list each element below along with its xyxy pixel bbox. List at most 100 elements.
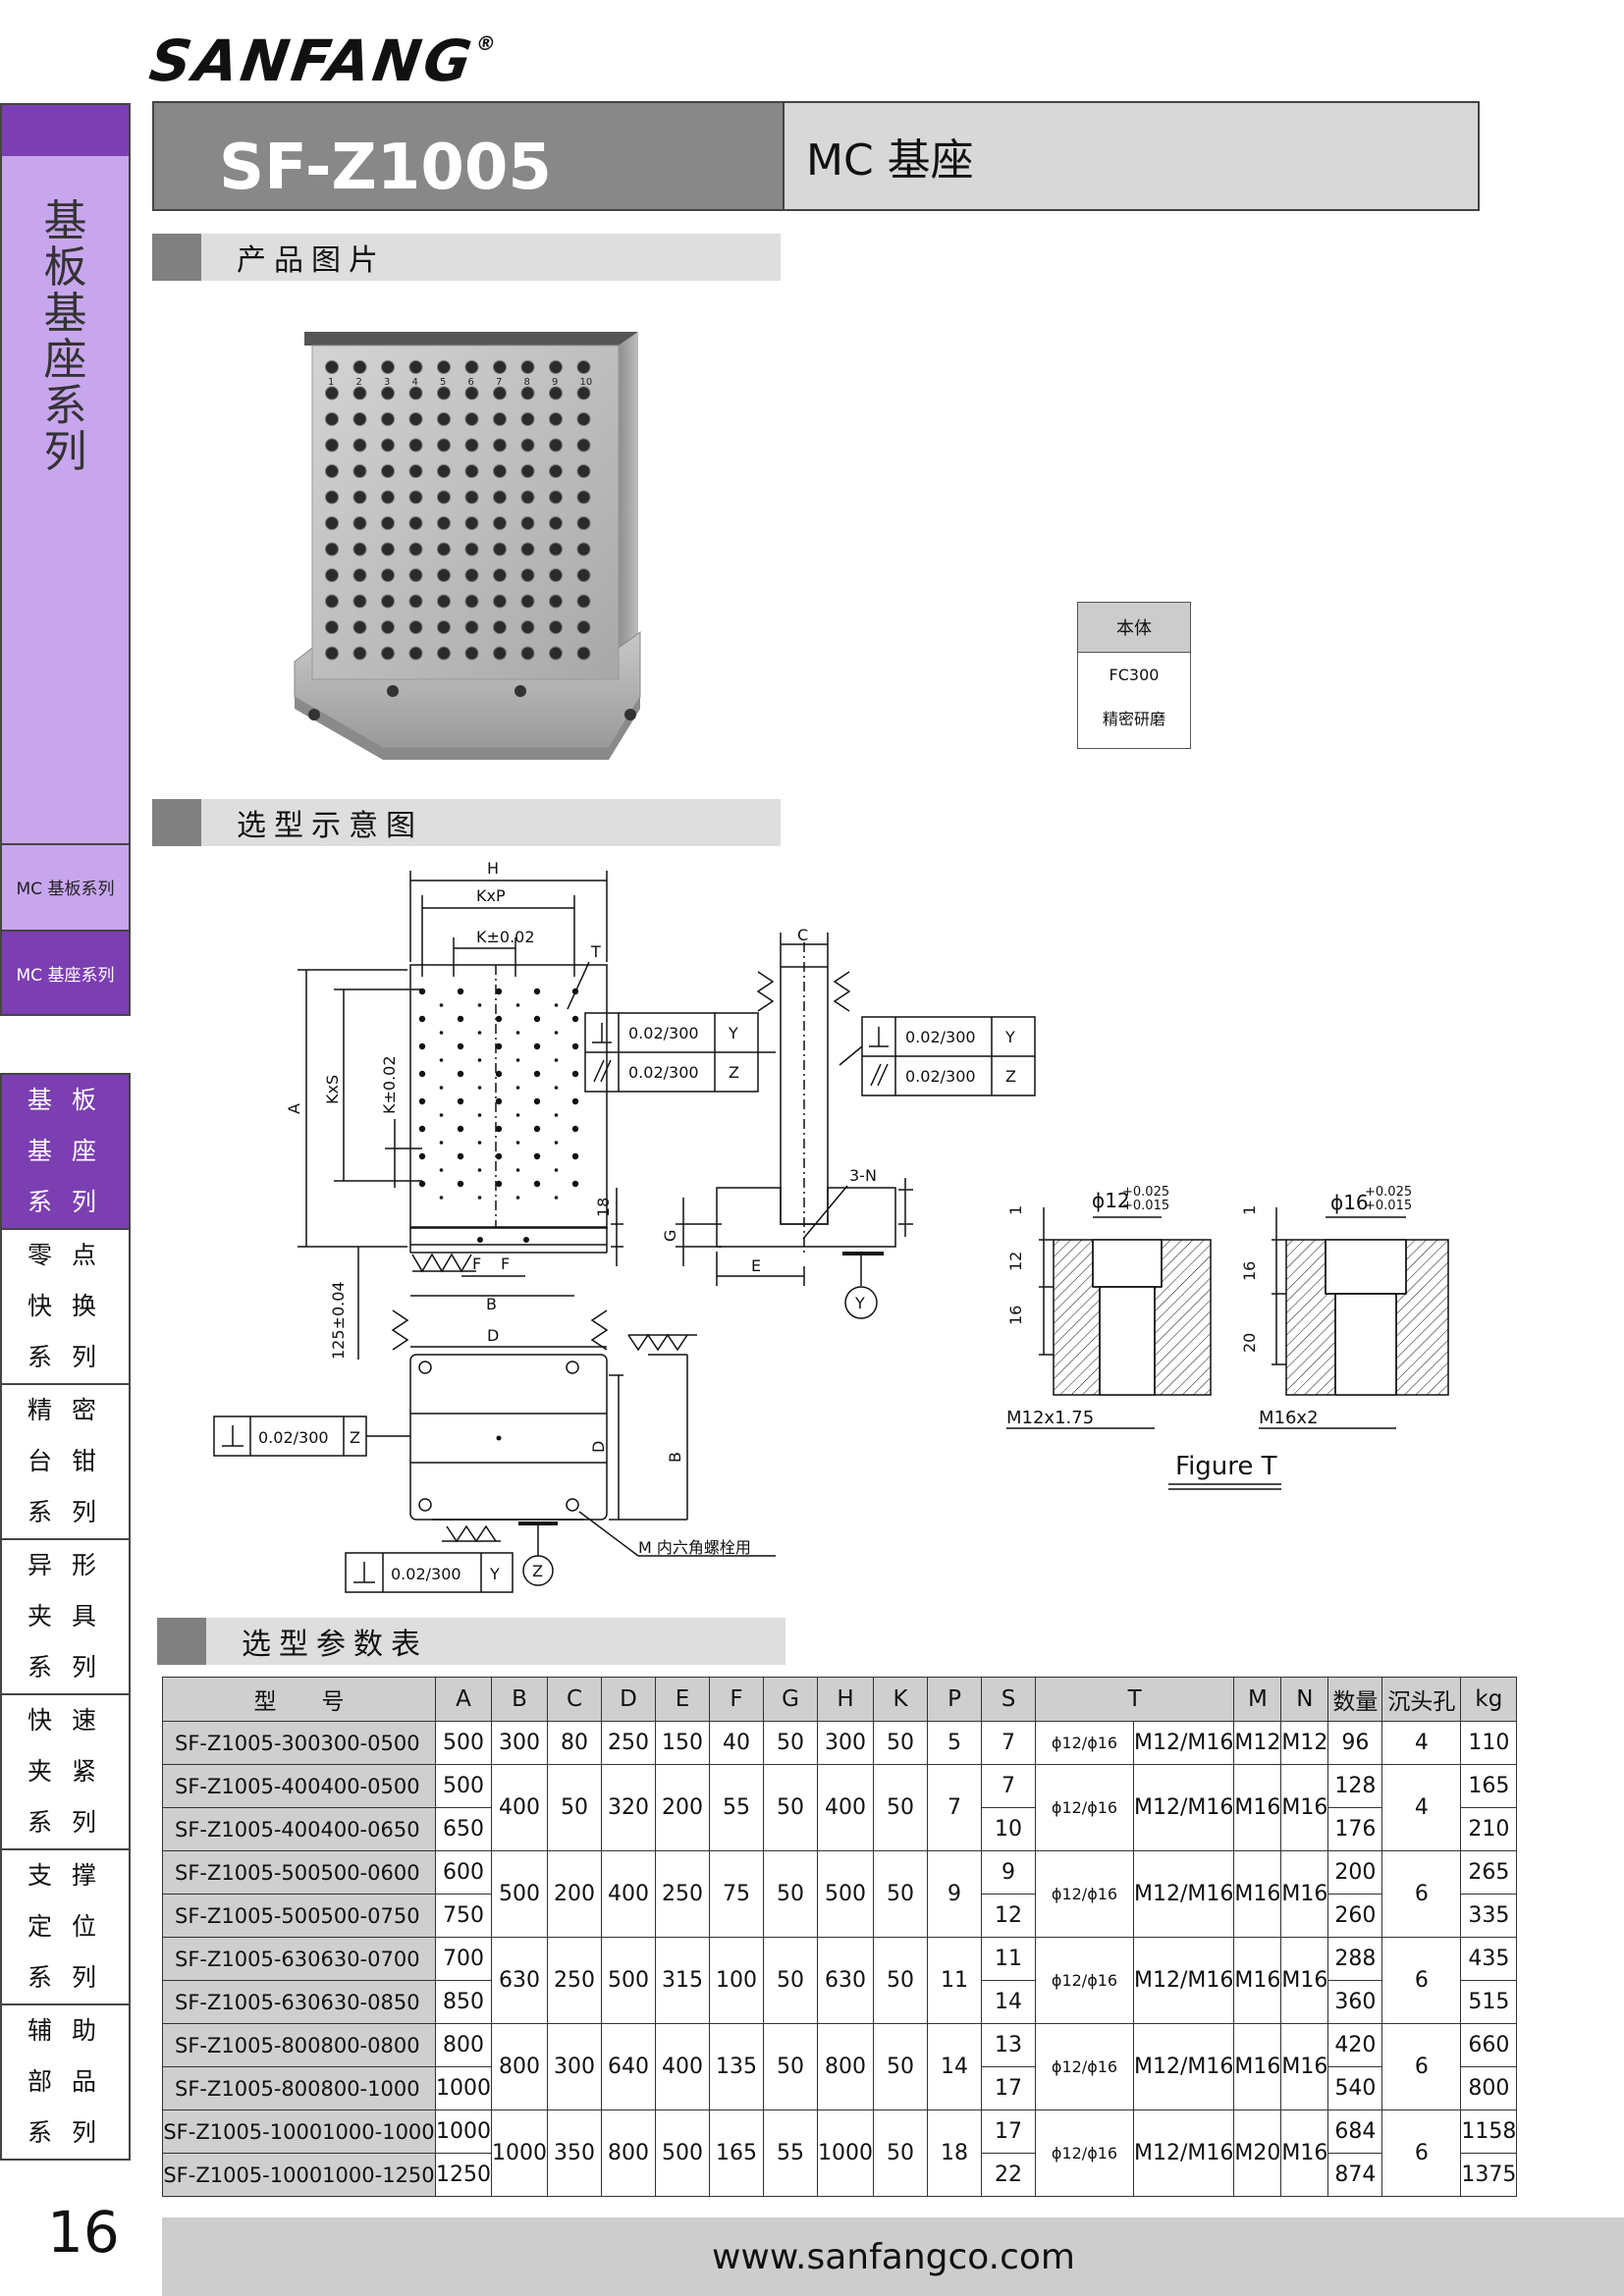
- svg-text:0.02/300: 0.02/300: [391, 1565, 461, 1583]
- bolt-note: M 内六角螺栓用: [638, 1538, 751, 1557]
- front-view-hole-small: [515, 1141, 520, 1145]
- sidebar-item-mc-plate[interactable]: MC 基板系列: [2, 843, 129, 928]
- product-hole: [381, 464, 395, 478]
- table-cell-C: 250: [547, 1937, 602, 2024]
- table-cell-qty: 288: [1327, 1937, 1383, 1981]
- product-hole: [464, 516, 479, 530]
- svg-text:Z: Z: [729, 1063, 739, 1082]
- product-hole: [437, 620, 451, 634]
- product-hole: [549, 620, 563, 634]
- front-view-hole: [495, 988, 503, 995]
- page-number: 16: [47, 2199, 120, 2266]
- table-cell-H: 630: [817, 1937, 874, 2024]
- table-cell-M: M16: [1233, 1764, 1282, 1851]
- product-hole: [464, 490, 479, 505]
- product-hole: [437, 594, 451, 609]
- sidebar-category-5[interactable]: 支撑定位系列: [0, 1848, 131, 2003]
- front-view-hole: [533, 1042, 541, 1050]
- product-hole: [381, 542, 395, 557]
- front-view-hole: [533, 1097, 541, 1105]
- sidebar-category-6[interactable]: 辅助部品系列: [0, 2003, 131, 2161]
- table-cell-A: 800: [435, 2023, 492, 2067]
- table-cell-N: M16: [1280, 1937, 1329, 2024]
- front-view-hole: [457, 1042, 464, 1050]
- sidebar-category-1[interactable]: 零点快换系列: [0, 1228, 131, 1383]
- sidebar-category-line: 基座: [27, 1137, 117, 1165]
- material-row-1: FC300: [1109, 665, 1160, 684]
- sidebar-category-line: 快换: [27, 1292, 117, 1320]
- product-hole: [325, 412, 339, 426]
- svg-text:1: 1: [1240, 1205, 1259, 1215]
- table-header-cell: G: [763, 1677, 818, 1722]
- front-view-hole: [533, 988, 541, 995]
- front-view-hole: [533, 1015, 541, 1023]
- table-cell-C: 300: [547, 2023, 602, 2110]
- table-cell-K: 50: [873, 1850, 928, 1938]
- product-hole: [493, 386, 507, 400]
- front-view-hole: [533, 1180, 541, 1188]
- sidebar-category-4[interactable]: 快速夹紧系列: [0, 1693, 131, 1848]
- dim-B-vertical: B: [666, 1452, 684, 1463]
- section-selection-diagram: 选型示意图: [152, 799, 781, 846]
- front-view-hole: [457, 1015, 464, 1023]
- product-hole: [520, 386, 535, 400]
- table-cell-kg: 165: [1460, 1764, 1518, 1808]
- table-cell-qty: 176: [1327, 1807, 1383, 1851]
- sidebar-category-2[interactable]: 精密台钳系列: [0, 1383, 131, 1538]
- product-hole: [408, 594, 423, 609]
- hole-column-number: 3: [384, 377, 390, 388]
- table-cell-T1: ϕ12/ϕ16: [1035, 2023, 1134, 2110]
- table-cell-kg: 265: [1460, 1850, 1518, 1895]
- front-view-hole: [571, 1125, 579, 1133]
- sidebar-category-3[interactable]: 异形夹具系列: [0, 1538, 131, 1693]
- table-cell-model: SF-Z1005-630630-0850: [162, 1980, 436, 2024]
- table-header-cell: S: [981, 1677, 1036, 1722]
- svg-text:M16x2: M16x2: [1259, 1408, 1319, 1428]
- table-cell-D: 250: [601, 1721, 656, 1765]
- table-cell-P: 14: [927, 2023, 982, 2110]
- table-cell-A: 600: [435, 1850, 492, 1895]
- table-cell-N: M12: [1280, 1721, 1329, 1765]
- front-view-hole: [495, 1015, 503, 1023]
- table-cell-model: SF-Z1005-800800-0800: [162, 2023, 436, 2067]
- front-view-hole: [533, 1070, 541, 1078]
- figure-t-caption: Figure T: [1175, 1452, 1277, 1481]
- brand-logo: SANFANG®: [145, 27, 501, 94]
- table-cell-B: 630: [491, 1937, 548, 2024]
- table-cell-A: 1250: [435, 2153, 492, 2197]
- product-hole: [520, 620, 535, 634]
- table-header-cell: M: [1233, 1677, 1282, 1722]
- front-view-hole: [571, 1097, 579, 1105]
- dim-A: A: [285, 1103, 303, 1114]
- svg-text:ϕ12: ϕ12: [1092, 1189, 1130, 1212]
- sidebar-category-0[interactable]: 基板基座系列: [0, 1073, 131, 1228]
- product-hole: [352, 646, 367, 661]
- table-cell-model: SF-Z1005-500500-0750: [162, 1894, 436, 1938]
- footer-url[interactable]: www.sanfangco.com: [711, 2236, 1076, 2277]
- table-header-cell: 沉头孔: [1381, 1677, 1462, 1722]
- table-cell-H: 800: [817, 2023, 874, 2110]
- front-view-hole-small: [554, 1168, 559, 1172]
- dim-B: B: [486, 1295, 497, 1313]
- product-hole: [381, 646, 395, 661]
- tol-frame-bottom: 0.02/300 Y: [345, 1552, 514, 1593]
- product-hole: [408, 620, 423, 634]
- front-view-hole: [457, 1070, 464, 1078]
- table-cell-kg: 335: [1460, 1894, 1518, 1938]
- product-header: SF-Z1005 MC 基座: [152, 101, 1480, 211]
- table-header-cell: C: [547, 1677, 602, 1722]
- product-hole: [381, 516, 395, 530]
- figure-t-m12: ϕ12 +0.025 +0.015 1 12 16 M12x1.75: [1006, 1185, 1212, 1429]
- dim-D-vertical: D: [589, 1441, 608, 1453]
- product-hole: [408, 568, 423, 582]
- table-cell-C: 80: [547, 1721, 602, 1765]
- front-view-hole-small: [439, 1058, 444, 1062]
- product-hole: [408, 490, 423, 505]
- sidebar-category-line: 系列: [27, 2118, 117, 2147]
- tol-frame-front: 0.02/300 0.02/300 Y Z: [584, 1012, 776, 1093]
- table-cell-S: 11: [981, 1937, 1036, 1981]
- product-hole: [352, 620, 367, 634]
- front-view-hole: [418, 1180, 426, 1188]
- sidebar-item-mc-base[interactable]: MC 基座系列: [2, 930, 129, 1014]
- product-hole: [408, 542, 423, 557]
